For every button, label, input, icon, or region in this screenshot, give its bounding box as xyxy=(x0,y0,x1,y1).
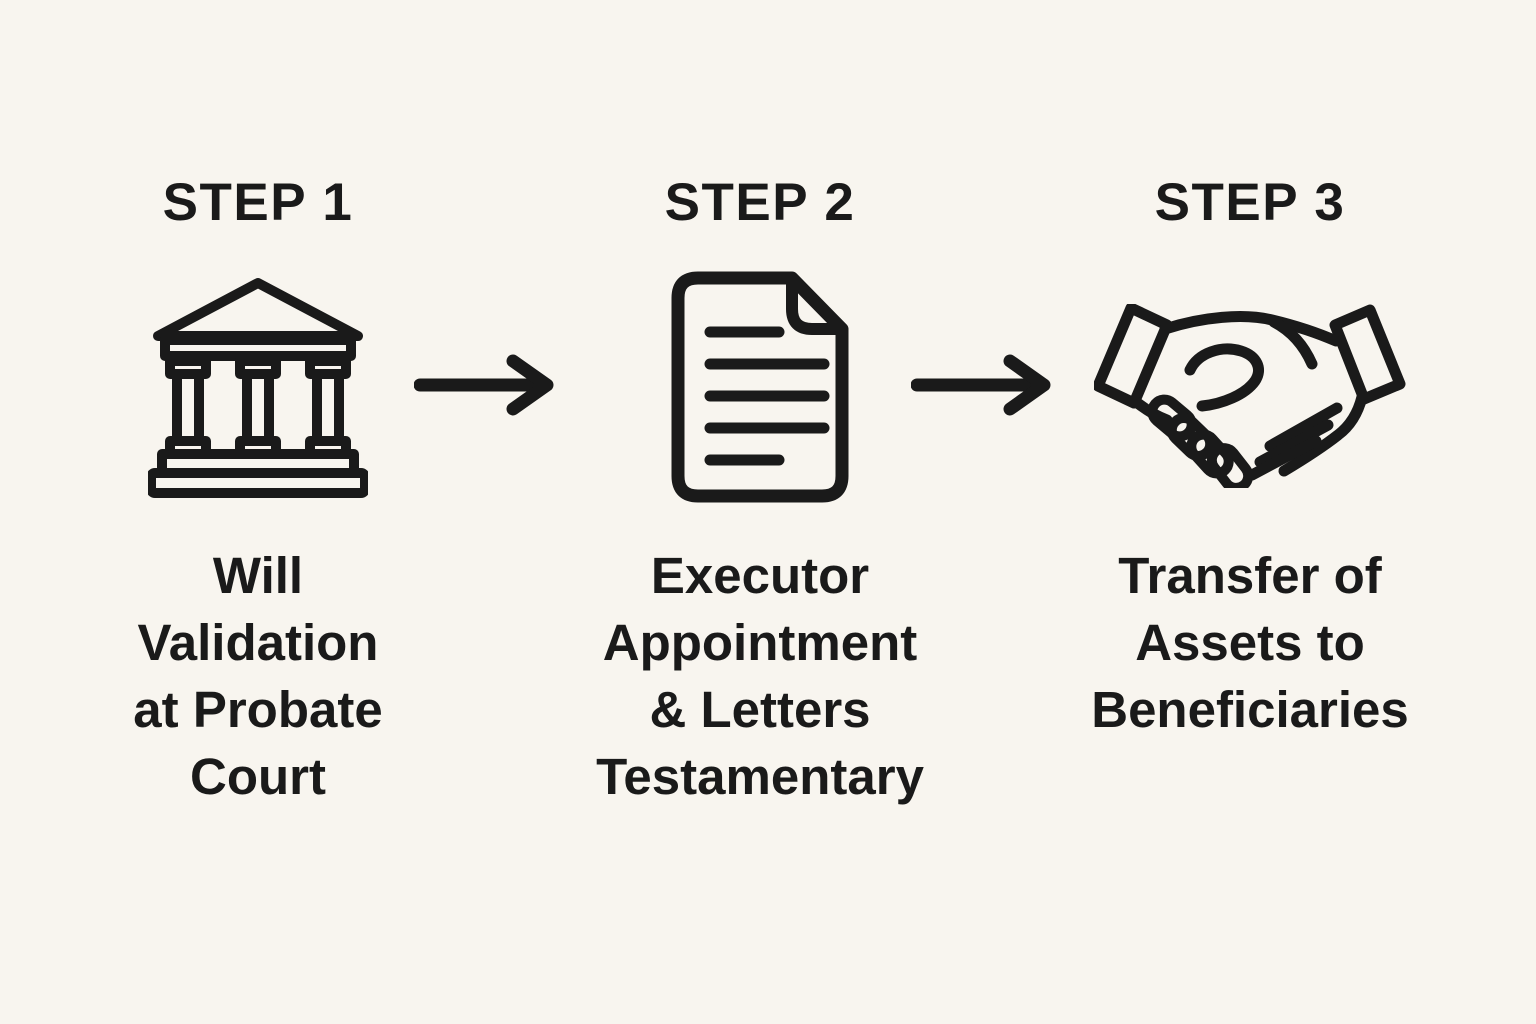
document-icon xyxy=(665,271,855,503)
step-2-heading: STEP 2 xyxy=(664,173,856,232)
step-label-line: Transfer of xyxy=(1118,547,1382,604)
step-label-line: Validation xyxy=(137,614,379,671)
step-3-heading: STEP 3 xyxy=(1154,173,1346,232)
step-1-label: Will Validation at Probate Court xyxy=(48,542,468,810)
step-label-line: Court xyxy=(190,748,326,805)
step-3-column: STEP 3 xyxy=(1040,172,1460,852)
step-2-column: STEP 2 Executor Appointment & Letters Te… xyxy=(550,172,970,852)
step-label-line: Assets to xyxy=(1135,614,1365,671)
step-label-line: Appointment xyxy=(602,614,918,671)
step-2-label: Executor Appointment & Letters Testament… xyxy=(550,542,970,810)
arrow-right-icon xyxy=(911,354,1061,416)
step-label-line: at Probate xyxy=(133,681,383,738)
step-label-line: & Letters xyxy=(649,681,871,738)
step-3-label: Transfer of Assets to Beneficiaries xyxy=(1040,542,1460,743)
step-label-line: Will xyxy=(212,547,304,604)
step-label-line: Beneficiaries xyxy=(1091,681,1409,738)
arrow-right-icon xyxy=(414,354,564,416)
step-label-line: Executor xyxy=(650,547,870,604)
step-label-line: Testamentary xyxy=(596,748,924,805)
step-1-heading: STEP 1 xyxy=(162,173,354,232)
handshake-icon xyxy=(1094,304,1406,488)
courthouse-icon xyxy=(148,276,368,502)
step-1-column: STEP 1 Will Validation at Probate xyxy=(48,172,468,852)
